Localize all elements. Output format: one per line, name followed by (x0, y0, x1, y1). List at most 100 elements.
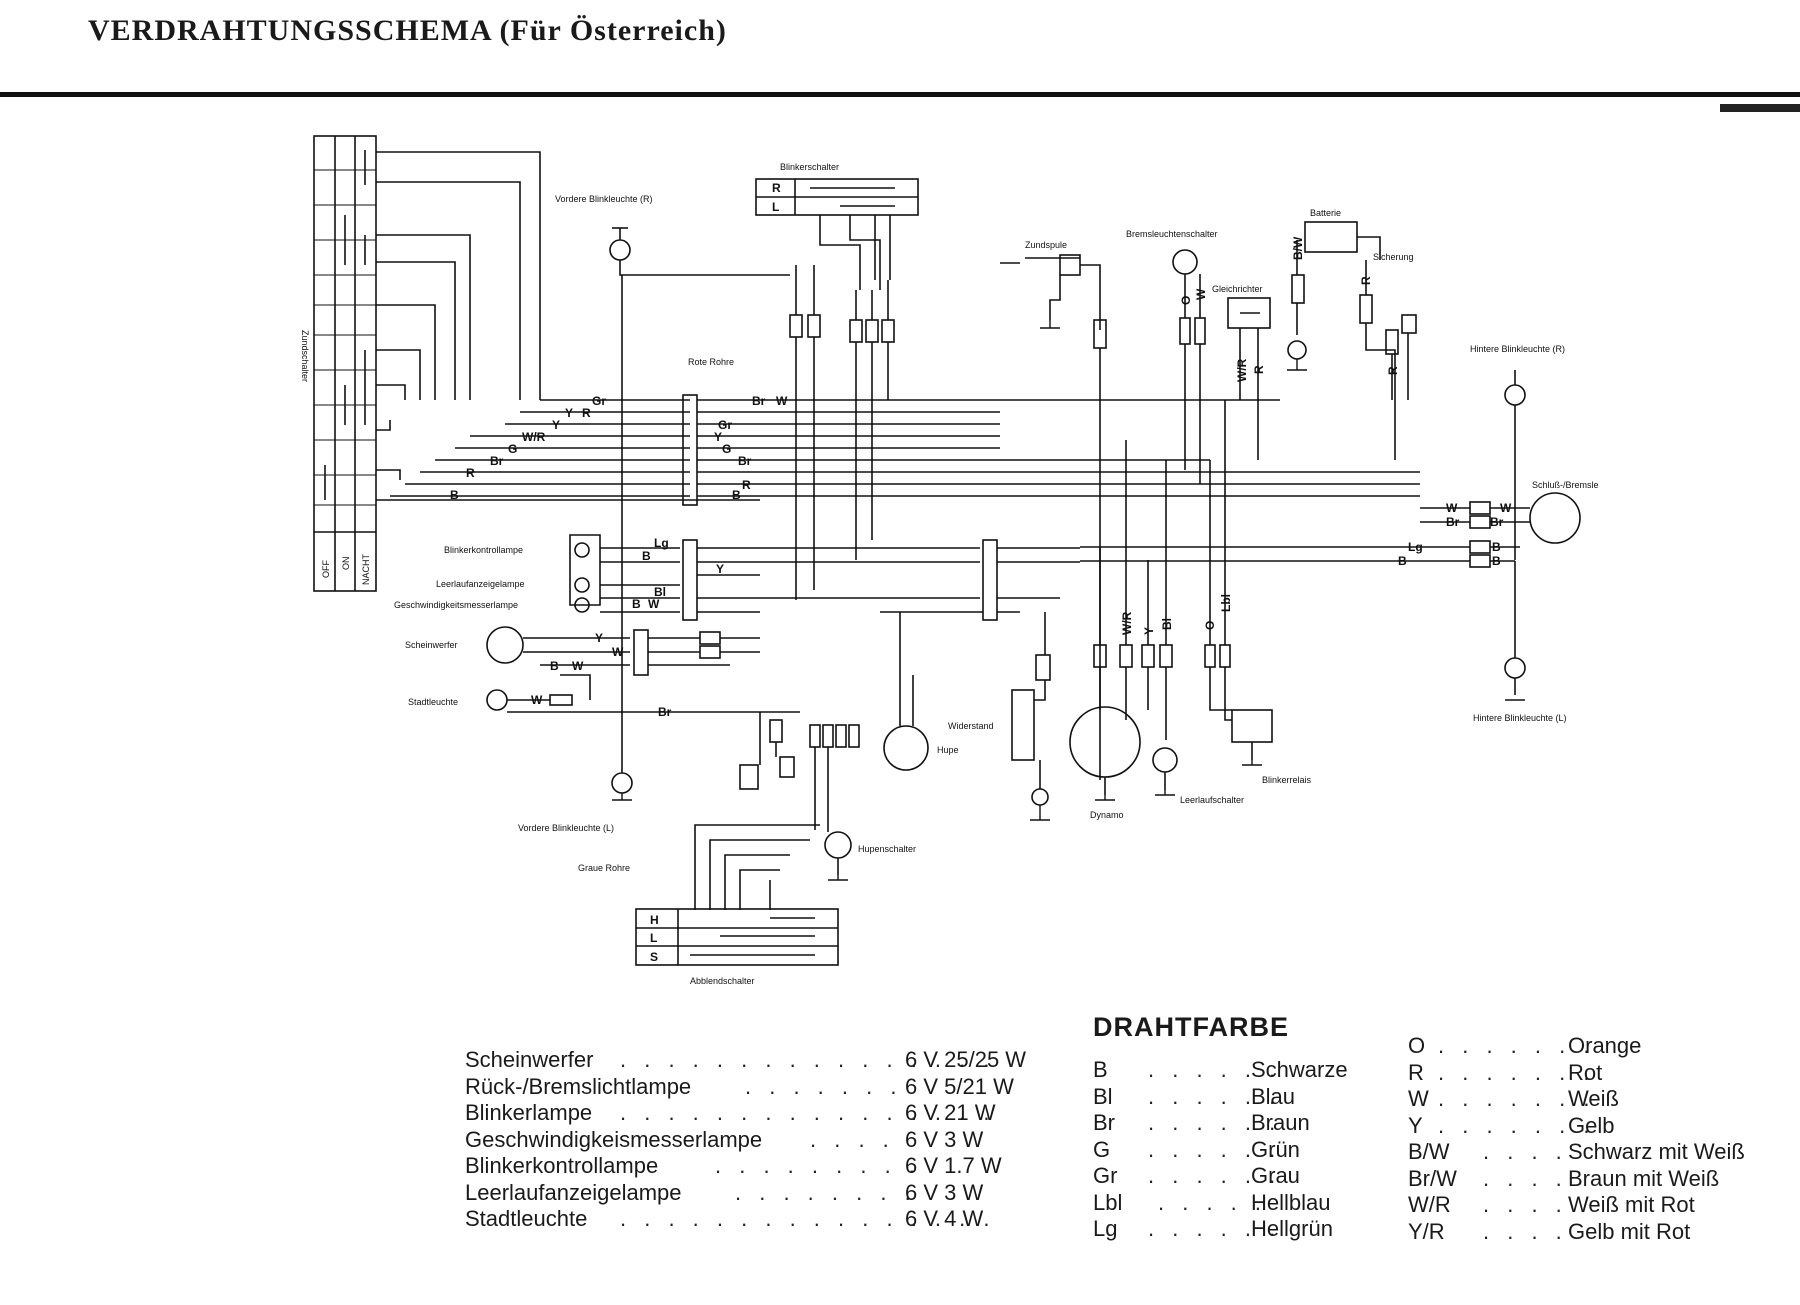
color-code: Y (1408, 1112, 1423, 1138)
wire-label: R (1359, 276, 1373, 285)
lamp-spec-row: Scheinwerfer . . . . . . . . . . . . . . … (465, 1047, 1065, 1074)
dot-leader: . . . . . . . (1438, 1112, 1596, 1138)
lamp-name: Scheinwerfer (465, 1047, 594, 1072)
rote-rohre-label: Rote Rohre (688, 357, 734, 367)
dot-leader: . . . . . . (1148, 1163, 1282, 1188)
dot-leader: . . . . (1483, 1218, 1568, 1244)
vordere-blink-r-label: Vordere Blinkleuchte (R) (555, 194, 653, 204)
blinkerkontrolllampe-label: Blinkerkontrollampe (444, 545, 523, 555)
lamp-value: 6 V 21 W (905, 1100, 996, 1125)
schluss-label: Schluß-/Bremsle (1532, 480, 1599, 490)
wiring-diagram: OFF ON NACHT Zundschalter Blinkerschalte… (300, 135, 1599, 986)
hupenschalter-label: Hupenschalter (858, 844, 916, 854)
dynamo-label: Dynamo (1090, 810, 1124, 820)
wire-label: B (632, 597, 641, 611)
wire-label: W (1500, 501, 1512, 515)
vordere-blink-l-label: Vordere Blinkleuchte (L) (518, 823, 614, 833)
wire-label: Y (716, 562, 724, 576)
dot-leader: . . . . (1483, 1192, 1568, 1217)
dot-leader: . . . . . . . . . . . . . . . . (620, 1100, 996, 1125)
dot-leader: . . . . . . . (1438, 1033, 1596, 1058)
lamp-name: Leerlaufanzeigelampe (465, 1179, 682, 1205)
color-name: Weiß (1568, 1086, 1619, 1111)
wire-label: Gr (718, 418, 732, 432)
color-code: Lbl (1093, 1189, 1123, 1215)
dot-leader: . . . . . . (1148, 1136, 1282, 1162)
abblend-row-s: S (650, 950, 658, 964)
wire-label: W (648, 597, 660, 611)
wire-label: G (508, 442, 517, 456)
lamp-spec-row: Geschwindigkeismesserlampe. . . .6 V 3 W (465, 1127, 1065, 1154)
wire-label: Bl (654, 585, 666, 599)
wire-label: R (1386, 366, 1400, 375)
color-name: Grau (1251, 1163, 1300, 1188)
wire-label: B/W (1291, 236, 1305, 260)
title-rule (0, 92, 1800, 97)
lamp-spec-row: Stadtleuchte. . . . . . . . . . . . . . … (465, 1206, 1065, 1233)
wire-label: B (450, 488, 459, 502)
wire-label: W/R (522, 430, 546, 444)
gleichrichter-label: Gleichrichter (1212, 284, 1263, 294)
color-code: Bl (1093, 1083, 1113, 1109)
wire-label: W (612, 645, 624, 659)
wire-label: R (742, 478, 751, 492)
sicherung-label: Sicherung (1373, 252, 1414, 262)
lamp-spec-row: Blinkerlampe. . . . . . . . . . . . . . … (465, 1100, 1065, 1127)
wire-label: R (1252, 365, 1266, 374)
dot-leader: . . . . . . . (1438, 1086, 1596, 1111)
wire-label: W (1446, 501, 1458, 515)
wire-label: Y (1142, 627, 1156, 635)
color-name: Hellblau (1251, 1189, 1331, 1215)
color-code: Y/R (1408, 1218, 1445, 1244)
batterie-label: Batterie (1310, 208, 1341, 218)
blinkerschalter-label: Blinkerschalter (780, 162, 839, 172)
color-name: Gelb (1568, 1112, 1615, 1138)
color-code: G (1093, 1136, 1111, 1162)
wire-label: W (572, 659, 584, 673)
wire-label: B (642, 549, 651, 563)
dot-leader: . . . . . . . . . . . . . . . . (620, 1206, 996, 1231)
color-name: Schwarz mit Weiß (1568, 1139, 1745, 1164)
wire-label: Lbl (1219, 594, 1233, 612)
lamp-specs: Scheinwerfer . . . . . . . . . . . . . . … (465, 1047, 1065, 1233)
dot-leader: . . . . . . . (745, 1073, 903, 1099)
blinkerschalter-row-l: L (772, 200, 779, 214)
wire-label: Gr (592, 394, 606, 408)
wire-label: Y (595, 631, 603, 645)
wire-label: O (1203, 621, 1217, 630)
lamp-value: 6 V 5/21 W (905, 1073, 1014, 1099)
hintere-blink-r-label: Hintere Blinkleuchte (R) (1470, 344, 1565, 354)
drahtfarbe-title: DRAHTFARBE (1093, 1012, 1289, 1042)
zundspule-label: Zundspule (1025, 240, 1067, 250)
wire-label: Br (1446, 515, 1460, 529)
lamp-value: 6 V 25/25 W (905, 1047, 1027, 1072)
dot-leader: . . . . . . . (1438, 1059, 1596, 1085)
wire-label: Lg (654, 536, 669, 550)
wire-label: Br (1490, 515, 1504, 529)
wire-label: Lg (1408, 540, 1423, 554)
color-name: Schwarze (1251, 1057, 1348, 1082)
lamp-spec-row: Blinkerkontrollampe. . . . . . . . .6 V … (465, 1153, 1065, 1180)
graue-rohre-label: Graue Rohre (578, 863, 630, 873)
wire-label: Bl (1160, 618, 1174, 630)
color-code: R (1408, 1059, 1424, 1085)
wire-label: W (531, 693, 543, 707)
dot-leader: . . . . . . . . . . . . . . . . (620, 1047, 996, 1072)
wire-label: W/R (1235, 358, 1249, 382)
wire-label: B (1492, 540, 1501, 554)
wire-label: B (732, 488, 741, 502)
lamp-spec-row: Rück-/Bremslichtlampe . . . . . . .6 V 5/… (465, 1074, 1065, 1101)
color-code: W/R (1408, 1192, 1451, 1217)
dot-leader: . . . . (1483, 1165, 1568, 1191)
color-name: Rot (1568, 1059, 1603, 1085)
lamp-value: 6 V 3 W (905, 1179, 984, 1205)
lamp-value: 6 V 3 W (905, 1126, 984, 1152)
color-code: B (1093, 1057, 1108, 1082)
wire-label: B (550, 659, 559, 673)
abblendschalter-label: Abblendschalter (690, 976, 755, 986)
color-name: Weiß mit Rot (1568, 1192, 1695, 1217)
lamp-name: Rück-/Bremslichtlampe (465, 1073, 692, 1099)
page-title: VERDRAHTUNGSSCHEMA (Für Österreich) (88, 14, 727, 47)
dot-leader: . . . . . . (1148, 1083, 1282, 1109)
abblend-row-h: H (650, 913, 659, 927)
